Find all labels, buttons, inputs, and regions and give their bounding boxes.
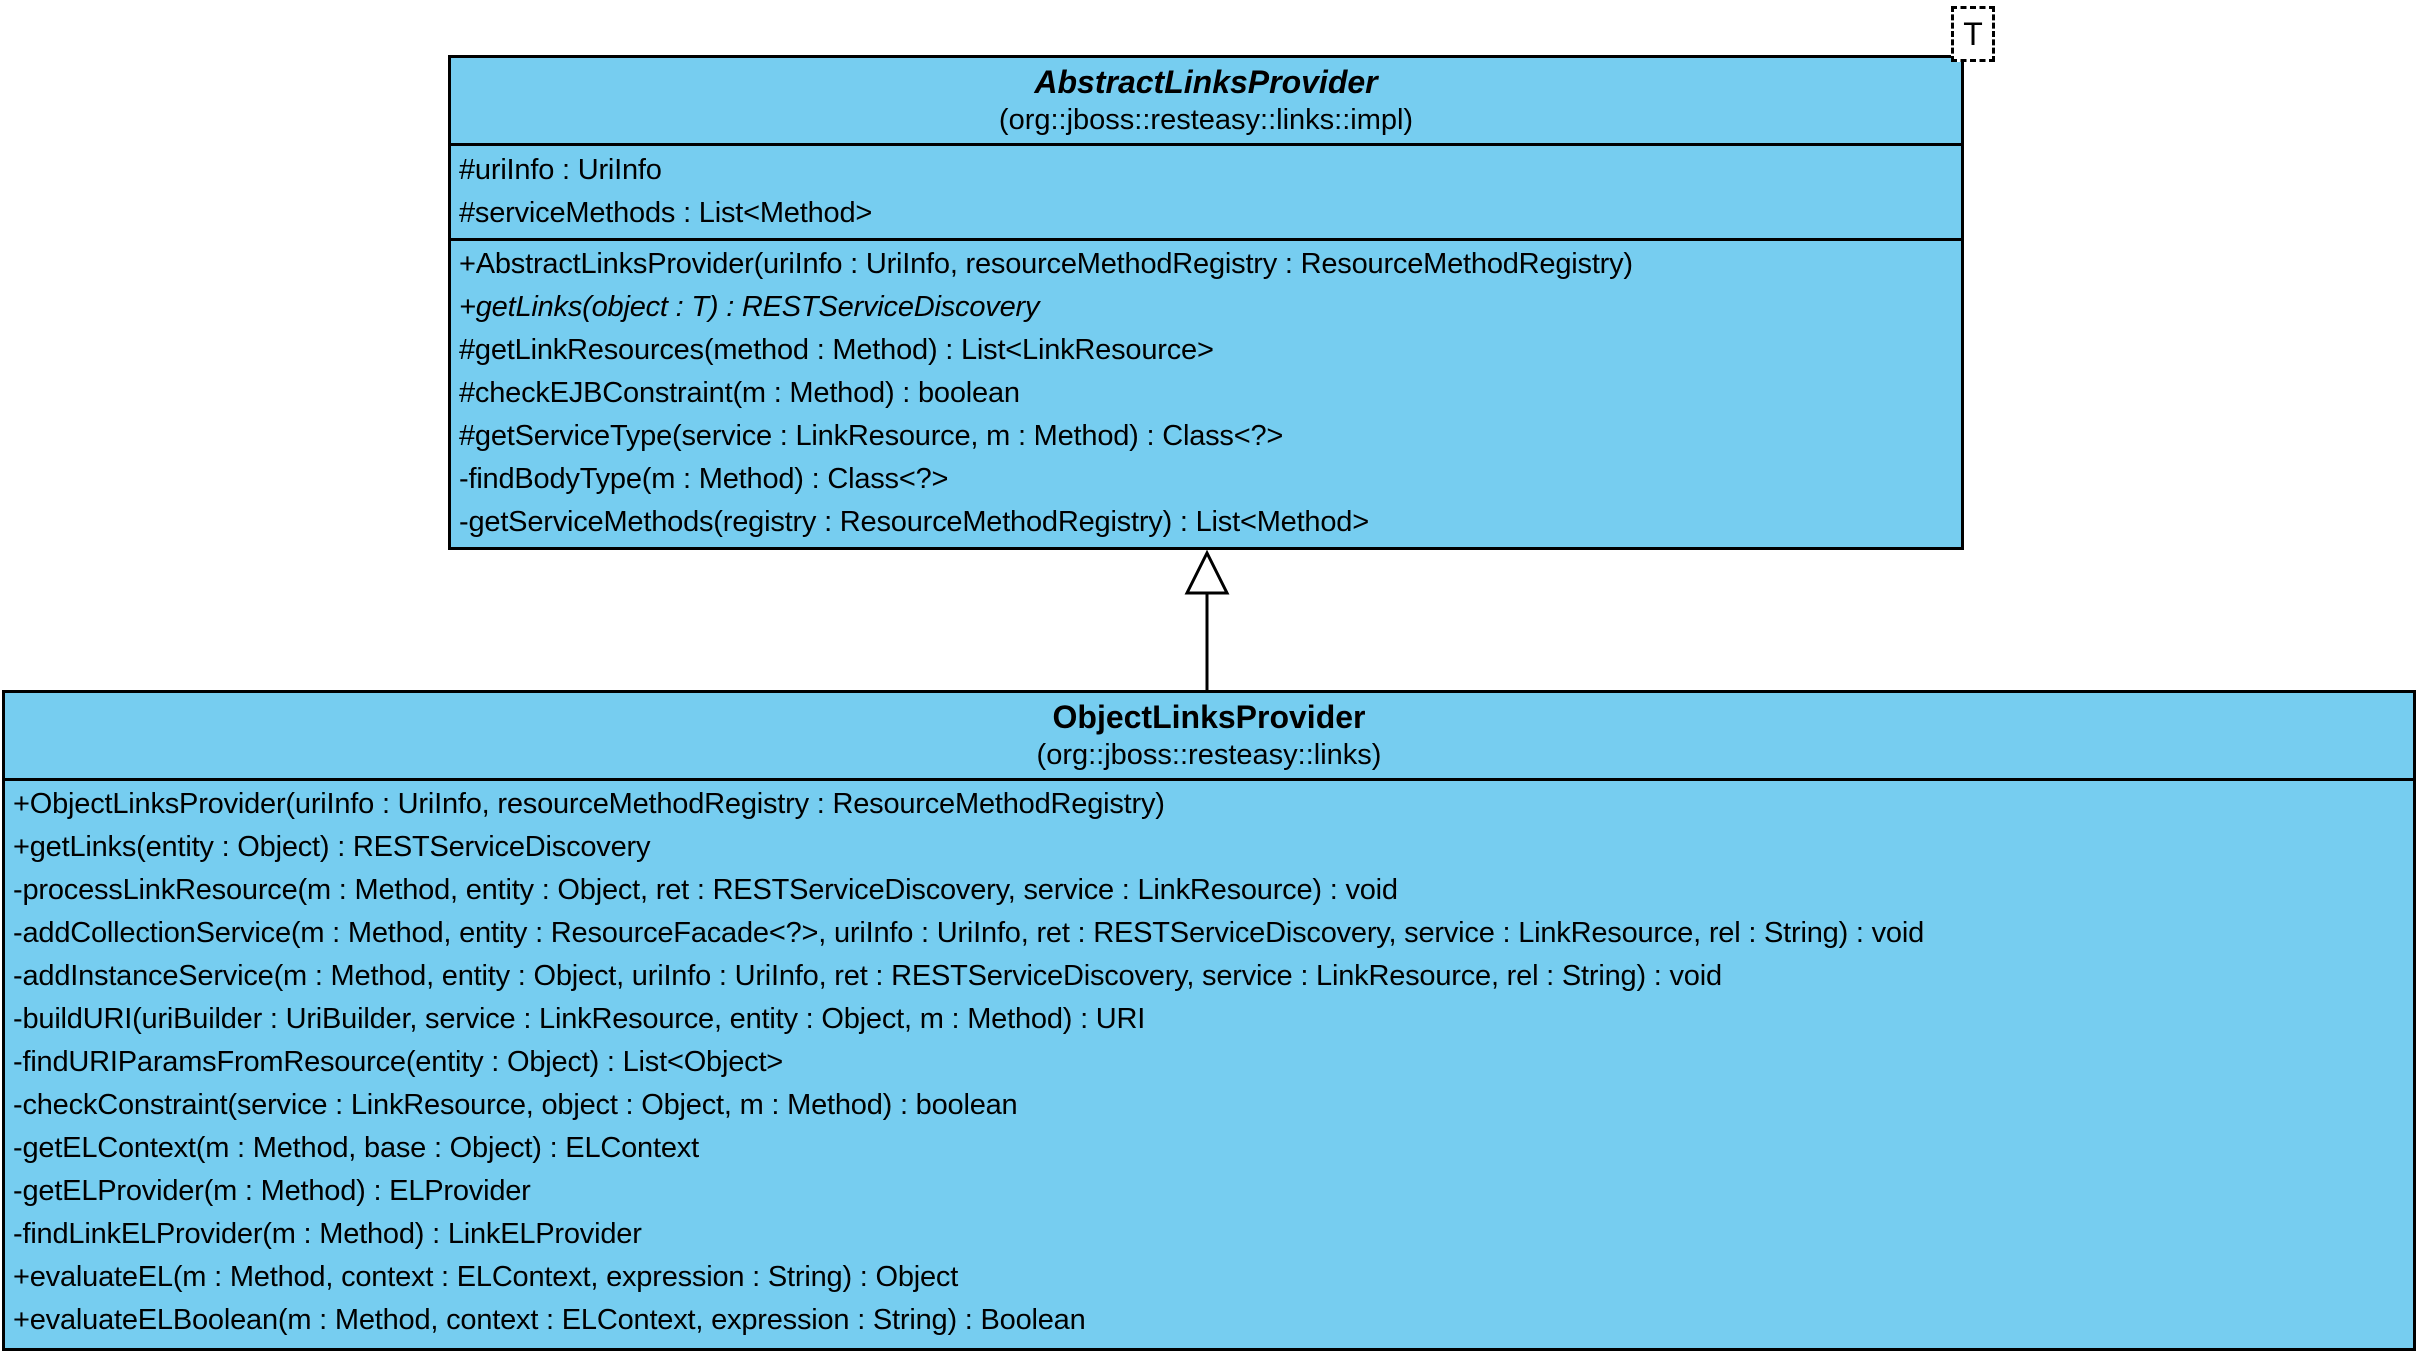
method-line: -processLinkResource(m : Method, entity …	[13, 874, 1398, 906]
method-line: -getELProvider(m : Method) : ELProvider	[13, 1175, 531, 1207]
method-line: #getServiceType(service : LinkResource, …	[459, 420, 1284, 452]
class-header: ObjectLinksProvider (org::jboss::resteas…	[5, 693, 2413, 781]
template-parameter-label: T	[1963, 15, 1983, 52]
methods-compartment: +AbstractLinksProvider(uriInfo : UriInfo…	[451, 241, 1961, 546]
attributes-compartment: #uriInfo : UriInfo #serviceMethods : List…	[451, 146, 1961, 241]
method-line: +evaluateEL(m : Method, context : ELCont…	[13, 1261, 959, 1293]
method-line: +getLinks(object : T) : RESTServiceDisco…	[459, 291, 1040, 323]
methods-compartment: +ObjectLinksProvider(uriInfo : UriInfo, …	[5, 781, 2413, 1344]
method-line: -findBodyType(m : Method) : Class<?>	[459, 463, 949, 495]
class-name: ObjectLinksProvider	[1052, 699, 1366, 735]
hollow-triangle-icon	[1184, 550, 1230, 595]
method-line: -checkConstraint(service : LinkResource,…	[13, 1089, 1018, 1121]
attribute-line: #serviceMethods : List<Method>	[459, 197, 873, 229]
class-node-objectlinksprovider[interactable]: ObjectLinksProvider (org::jboss::resteas…	[2, 690, 2416, 1351]
method-line: -findLinkELProvider(m : Method) : LinkEL…	[13, 1218, 642, 1250]
method-line: -buildURI(uriBuilder : UriBuilder, servi…	[13, 1003, 1146, 1035]
method-line: #checkEJBConstraint(m : Method) : boolea…	[459, 377, 1020, 409]
method-line: +ObjectLinksProvider(uriInfo : UriInfo, …	[13, 788, 1165, 820]
method-line: -findURIParamsFromResource(entity : Obje…	[13, 1046, 784, 1078]
method-line: #getLinkResources(method : Method) : Lis…	[459, 334, 1214, 366]
method-line: +AbstractLinksProvider(uriInfo : UriInfo…	[459, 248, 1633, 280]
class-package: (org::jboss::resteasy::links::impl)	[998, 104, 1414, 136]
method-line: -addInstanceService(m : Method, entity :…	[13, 960, 1722, 992]
method-line: +evaluateELBoolean(m : Method, context :…	[13, 1304, 1086, 1336]
attribute-line: #uriInfo : UriInfo	[459, 154, 662, 186]
method-line: +getLinks(entity : Object) : RESTService…	[13, 831, 651, 863]
method-line: -addCollectionService(m : Method, entity…	[13, 917, 1925, 949]
generalization-arrow	[1184, 550, 1230, 691]
template-parameter-box: T	[1951, 6, 1995, 62]
class-name: AbstractLinksProvider	[1034, 64, 1378, 100]
class-header: AbstractLinksProvider (org::jboss::reste…	[451, 58, 1961, 146]
class-node-abstractlinksprovider[interactable]: AbstractLinksProvider (org::jboss::reste…	[448, 55, 1964, 550]
class-package: (org::jboss::resteasy::links)	[1036, 739, 1382, 771]
method-line: -getServiceMethods(registry : ResourceMe…	[459, 506, 1369, 538]
method-line: -getELContext(m : Method, base : Object)…	[13, 1132, 699, 1164]
